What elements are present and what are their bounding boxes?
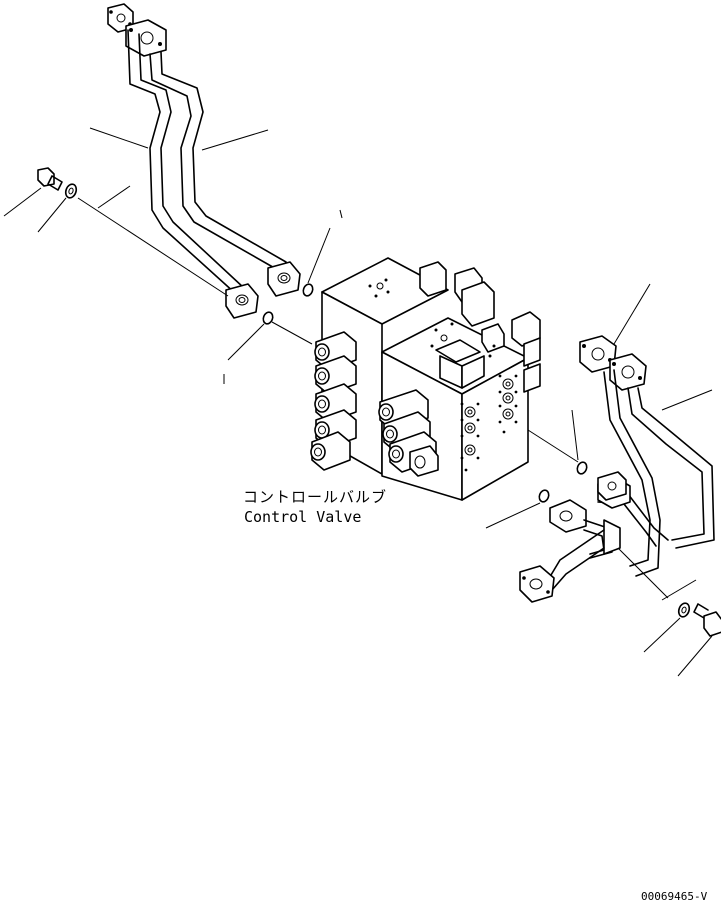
left-washer [37, 183, 78, 233]
control-valve-label-jp: コントロールバルブ [243, 488, 388, 506]
right-pipe-assembly [519, 283, 715, 603]
control-valve-label-en: Control Valve [244, 508, 362, 526]
right-o-ring-upper [571, 409, 588, 475]
left-pipe-top-flange [107, 3, 167, 57]
valve-solenoid-right [378, 389, 439, 477]
left-pipe-assembly [77, 3, 301, 319]
left-bolt [3, 167, 63, 217]
right-o-ring-lower [485, 489, 550, 529]
drawing-code: 00069465-V [641, 890, 708, 903]
right-washer [643, 602, 691, 653]
right-bolt [677, 603, 721, 677]
control-valve [310, 257, 541, 501]
valve-solenoid-left [310, 331, 357, 471]
left-o-ring-lower [223, 311, 274, 384]
left-pipe-bottom-flange [225, 261, 301, 319]
left-o-ring-upper [302, 209, 343, 297]
